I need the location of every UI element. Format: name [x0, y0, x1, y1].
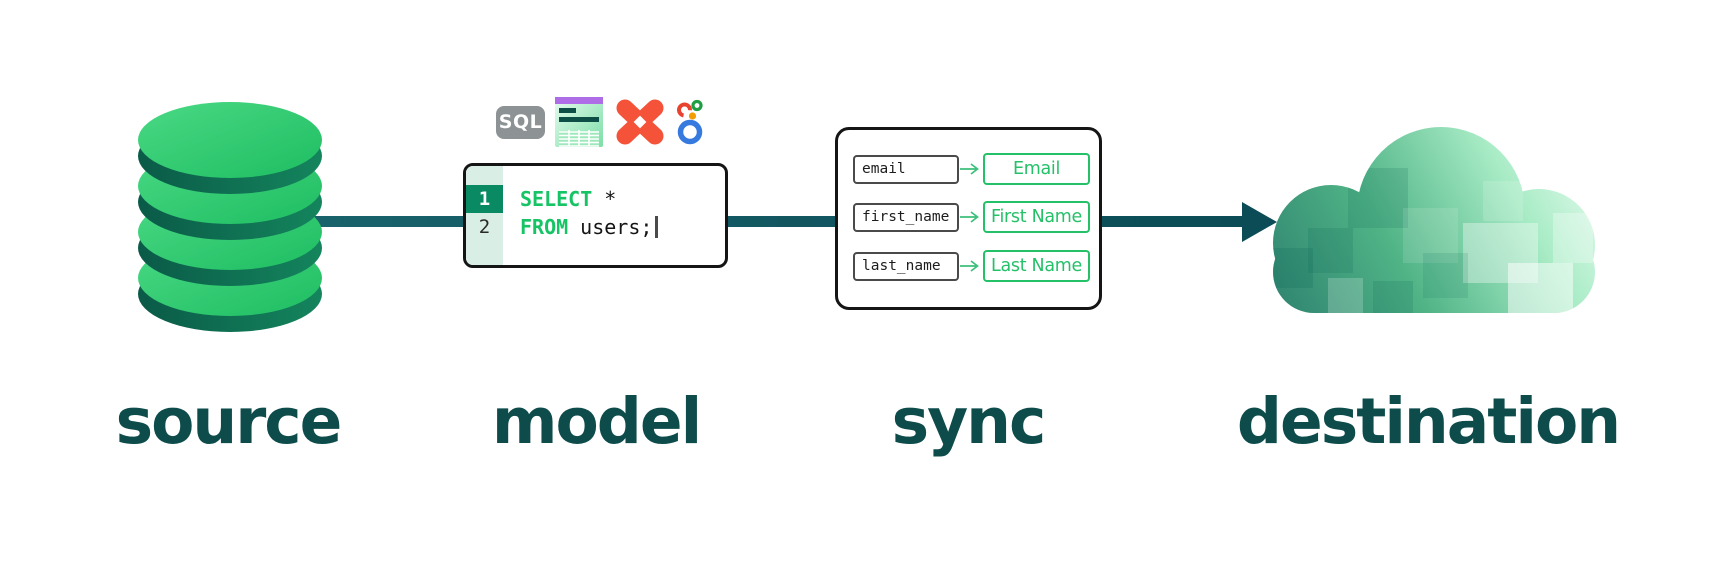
destination-field: Email — [983, 153, 1090, 185]
mapping-arrow-icon — [960, 163, 979, 175]
mapping-row: email Email — [853, 153, 1090, 185]
mapping-row: first_name First Name — [853, 201, 1090, 233]
line-number-gutter — [466, 166, 503, 265]
model-toolbar: SQL — [496, 96, 703, 148]
database-icon — [138, 102, 322, 332]
code-line: 1 SELECT * — [466, 185, 725, 213]
cloud-pixel-texture — [1273, 168, 1593, 313]
mapping-row: last_name Last Name — [853, 250, 1090, 282]
flow-arrowhead-icon — [1242, 202, 1277, 242]
sql-editor: 1 SELECT * 2 FROM users; — [463, 163, 728, 268]
stage-label-destination: destination — [1236, 385, 1621, 458]
sql-code: users; — [580, 215, 653, 239]
line-number: 2 — [478, 216, 491, 238]
sql-keyword: SELECT — [520, 187, 593, 211]
looker-icon — [677, 99, 703, 145]
flow-arrow-line — [232, 216, 1246, 227]
source-field: first_name — [853, 202, 959, 232]
text-caret — [655, 216, 659, 238]
destination-field: Last Name — [983, 250, 1090, 282]
line-number: 1 — [466, 185, 503, 213]
sql-badge: SQL — [496, 105, 545, 139]
stage-label-source: source — [115, 385, 343, 458]
sql-code: * — [604, 187, 617, 211]
stage-label-sync: sync — [891, 385, 1047, 458]
sync-mapping-panel: email Email first_name First Name last_n… — [835, 127, 1102, 310]
mapping-arrow-icon — [960, 260, 979, 272]
source-field: email — [853, 154, 959, 184]
database-disk — [138, 102, 322, 332]
code-line: 2 FROM users; — [466, 213, 725, 241]
cloud-icon — [1273, 127, 1595, 313]
spreadsheet-table-icon — [555, 97, 603, 147]
destination-field: First Name — [983, 201, 1090, 233]
stage-label-model: model — [491, 385, 702, 458]
dbt-icon — [616, 99, 664, 145]
sql-keyword: FROM — [520, 215, 569, 239]
mapping-arrow-icon — [960, 211, 979, 223]
source-field: last_name — [853, 251, 959, 281]
